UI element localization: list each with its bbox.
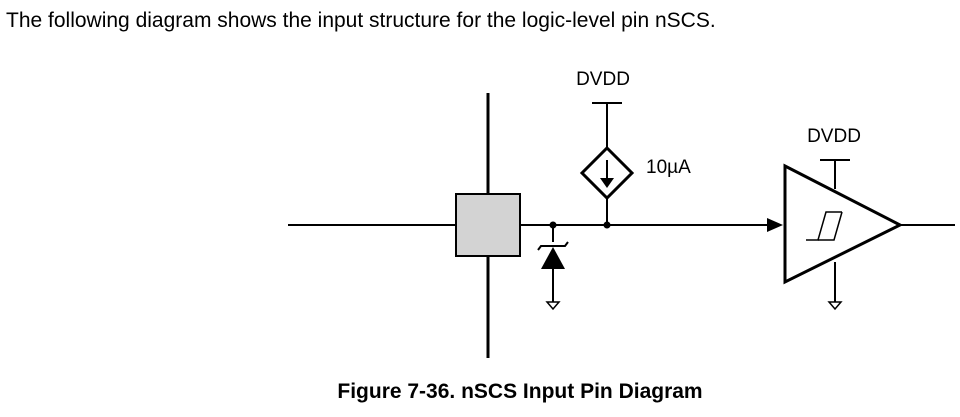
figure-caption: Figure 7-36. nSCS Input Pin Diagram	[337, 380, 703, 403]
junction-dot-source	[603, 221, 611, 229]
dvdd-label-source: DVDD	[576, 69, 630, 90]
junction-dot-zener	[549, 221, 557, 229]
intro-text: The following diagram shows the input st…	[6, 9, 716, 32]
schmitt-buffer-icon	[783, 163, 904, 285]
current-source-icon	[579, 145, 635, 201]
pin-pad-box	[455, 193, 521, 257]
current-value-label: 10µA	[646, 157, 691, 178]
ground-icon-buffer	[827, 301, 843, 311]
ground-icon-zener	[545, 301, 561, 311]
zener-diode-icon	[537, 241, 569, 269]
dvdd-label-buffer: DVDD	[807, 126, 861, 147]
input-arrow-icon	[767, 218, 783, 232]
